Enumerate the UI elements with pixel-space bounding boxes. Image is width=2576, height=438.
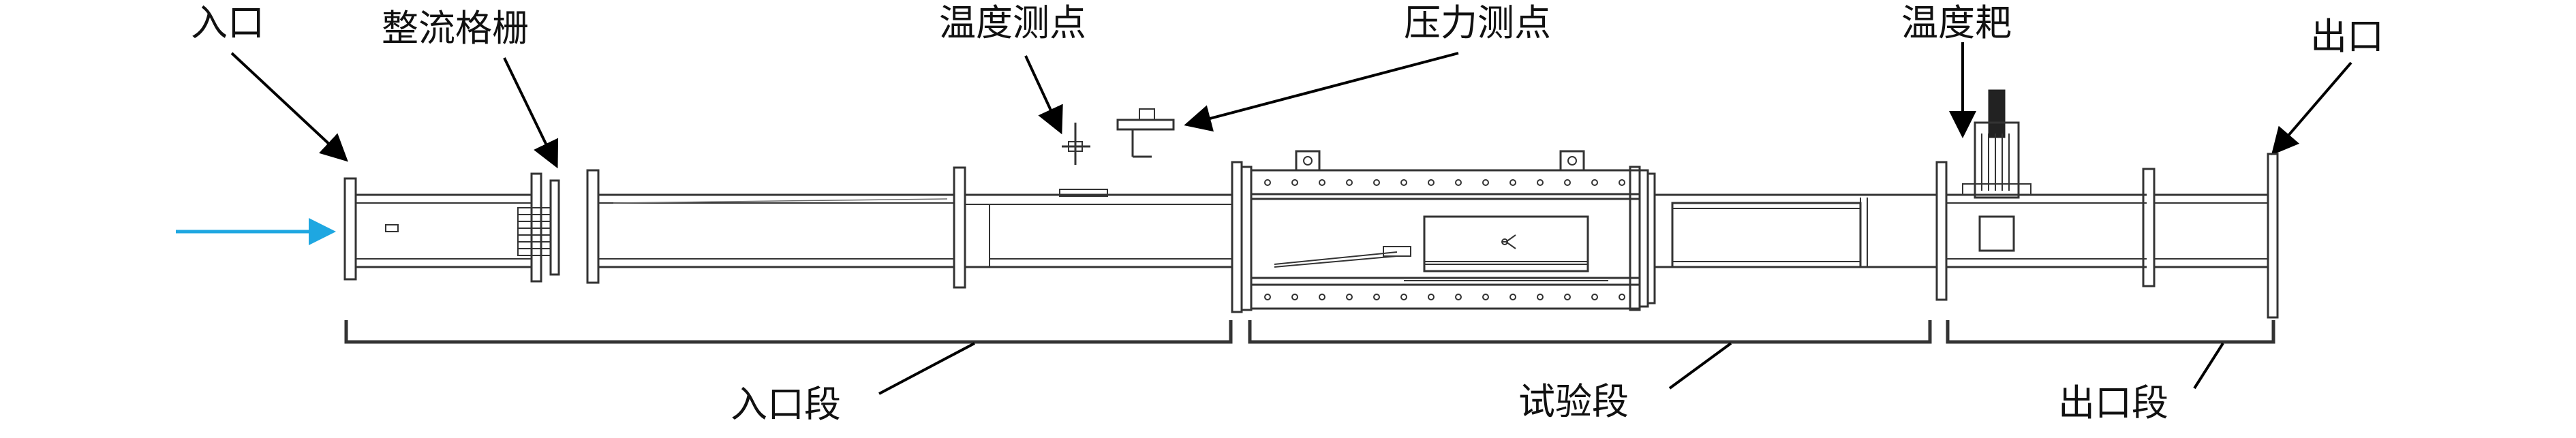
- arrow-outlet: [2271, 61, 2352, 156]
- tunnel-drawing: [343, 89, 2279, 319]
- label-outlet: 出口: [2310, 15, 2384, 58]
- leader-outlet-section: [2193, 342, 2224, 390]
- pressure-tap: [1116, 108, 1175, 158]
- test-section-bottom-plate: [1250, 283, 1641, 310]
- label-inlet: 入口: [191, 1, 264, 44]
- label-temperature-point: 温度测点: [939, 1, 1086, 44]
- label-inlet-section: 入口段: [731, 383, 841, 426]
- bolt-row: [1264, 179, 1625, 300]
- arrow-pressure-point: [1184, 52, 1459, 132]
- arrow-flow-straightener: [503, 57, 559, 169]
- test-section-top-plate: [1250, 169, 1641, 195]
- label-flow-straightener: 整流格栅: [382, 7, 529, 50]
- label-temperature-rake: 温度耙: [1901, 1, 2012, 44]
- arrow-inlet: [230, 52, 348, 162]
- temperature-probe: [1062, 123, 1090, 165]
- label-pressure-point: 压力测点: [1404, 1, 1551, 44]
- label-test-section: 试验段: [1518, 380, 1629, 423]
- label-outlet-section: 出口段: [2058, 381, 2168, 424]
- leader-test-section: [1668, 342, 1732, 390]
- bracket-outlet-section: [1946, 320, 2275, 344]
- flow-straightener: [517, 207, 551, 256]
- temperature-rake: [1962, 89, 2031, 199]
- test-plate: [1423, 215, 1589, 272]
- outlet-flange: [2267, 153, 2279, 319]
- bracket-test-section: [1248, 320, 1932, 344]
- leader-inlet-section: [878, 342, 975, 395]
- arrow-temperature-point: [1024, 55, 1063, 135]
- bracket-inlet-section: [344, 320, 1233, 344]
